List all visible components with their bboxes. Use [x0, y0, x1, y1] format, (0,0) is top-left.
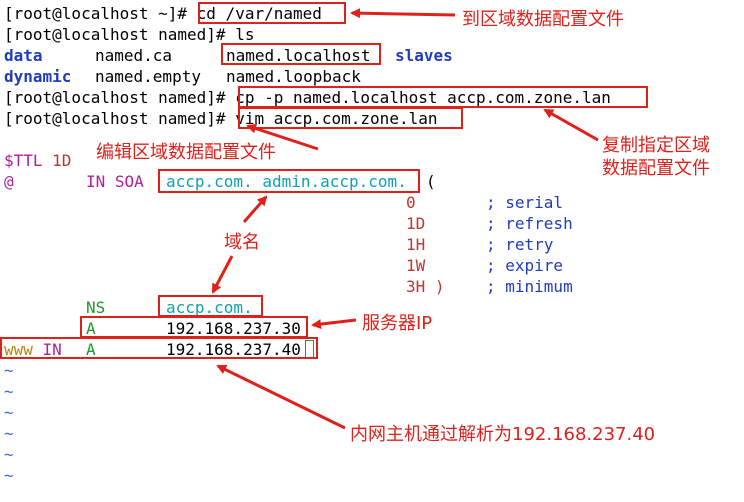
command-cd: cd /var/named	[196, 4, 322, 23]
ttl-keyword: $TTL	[4, 151, 43, 170]
highlight-cd-command	[198, 2, 346, 24]
soa-record: IN SOA	[86, 171, 144, 192]
www-class: IN	[42, 340, 62, 359]
tilde-line: ~	[4, 466, 14, 485]
refresh-comment: ; refresh	[486, 214, 573, 233]
highlight-soa-names	[158, 169, 420, 193]
www-record: www IN	[4, 339, 62, 360]
retry-value: 1H	[406, 235, 426, 254]
arrow-to-soa-names	[242, 195, 268, 223]
annotation-copy-line1: 复制指定区域	[602, 135, 710, 156]
arrow-to-cd-command	[350, 8, 456, 19]
arrow-to-cp-command	[543, 108, 599, 142]
tilde-line: ~	[4, 445, 14, 464]
command-ls: ls	[235, 25, 255, 44]
ls-file-named-localhost: named.localhost	[226, 46, 371, 65]
tilde-line: ~	[4, 424, 14, 443]
ls-dir-dynamic: dynamic	[4, 67, 72, 86]
ttl-line: $TTL 1D	[4, 150, 71, 171]
www-type: A	[86, 340, 96, 359]
serial-value: 0	[406, 193, 416, 212]
arrow-to-vim-command	[246, 123, 319, 151]
annotation-copy-line2: 数据配置文件	[602, 158, 710, 179]
serial-comment: ; serial	[486, 193, 564, 212]
expire-comment: ; expire	[486, 256, 564, 275]
annotation-goto-zone-dir: 到区域数据配置文件	[462, 9, 624, 30]
retry-comment: ; retry	[486, 235, 554, 254]
annotation-edit-zone-file: 编辑区域数据配置文件	[96, 142, 276, 163]
annotation-server-ip: 服务器IP	[362, 313, 433, 334]
ls-file-named-empty: named.empty	[95, 67, 201, 86]
expire-value: 1W	[406, 256, 426, 275]
highlight-vim-command	[238, 107, 463, 129]
www-host: www	[4, 340, 33, 359]
arrow-to-ns-value	[211, 255, 234, 294]
ls-file-named-ca: named.ca	[95, 46, 173, 65]
ns-value: accp.com.	[166, 298, 253, 317]
terminal-line-ls: [root@localhost named]# ls	[4, 24, 254, 45]
tilde-line: ~	[4, 382, 14, 401]
a-value: 192.168.237.30	[166, 319, 301, 338]
tilde-line: ~	[4, 361, 14, 380]
soa-class: IN	[86, 172, 106, 191]
ls-dir-slaves: slaves	[395, 46, 453, 65]
terminal-line-cp: [root@localhost named]# cp -p named.loca…	[4, 87, 611, 108]
command-cp: cp -p named.localhost accp.com.zone.lan	[235, 88, 611, 107]
ls-dir-data: data	[4, 46, 43, 65]
terminal-line-cd: [root@localhost ~]# cd /var/named	[4, 3, 322, 24]
annotation-intranet-host: 内网主机通过解析为192.168.237.40	[350, 424, 656, 445]
shell-prompt: [root@localhost named]#	[4, 25, 236, 44]
terminal-line-vim: [root@localhost named]# vim accp.com.zon…	[4, 108, 437, 129]
shell-prompt: [root@localhost named]#	[4, 88, 236, 107]
arrow-to-www-record	[216, 364, 346, 430]
highlight-www-record	[0, 337, 318, 359]
command-vim: vim accp.com.zone.lan	[235, 109, 438, 128]
soa-at-symbol: @	[4, 172, 14, 191]
ns-type: NS	[86, 298, 106, 317]
soa-type: SOA	[114, 172, 144, 191]
shell-prompt: [root@localhost named]#	[4, 109, 236, 128]
minimum-comment: ; minimum	[486, 277, 573, 296]
refresh-value: 1D	[406, 214, 426, 233]
shell-prompt: [root@localhost ~]#	[4, 4, 197, 23]
arrow-to-a-record	[311, 318, 357, 330]
ttl-value: 1D	[52, 151, 72, 170]
tilde-line: ~	[4, 403, 14, 422]
annotation-domain-name: 域名	[224, 232, 260, 253]
ls-file-named-loopback: named.loopback	[226, 67, 361, 86]
soa-paren-open: (	[426, 172, 436, 191]
soa-names: accp.com. admin.accp.com.	[166, 172, 407, 191]
highlight-named-localhost	[221, 43, 381, 65]
a-type: A	[86, 319, 96, 338]
minimum-value: 3H )	[406, 277, 445, 296]
www-value: 192.168.237.40	[166, 340, 301, 359]
